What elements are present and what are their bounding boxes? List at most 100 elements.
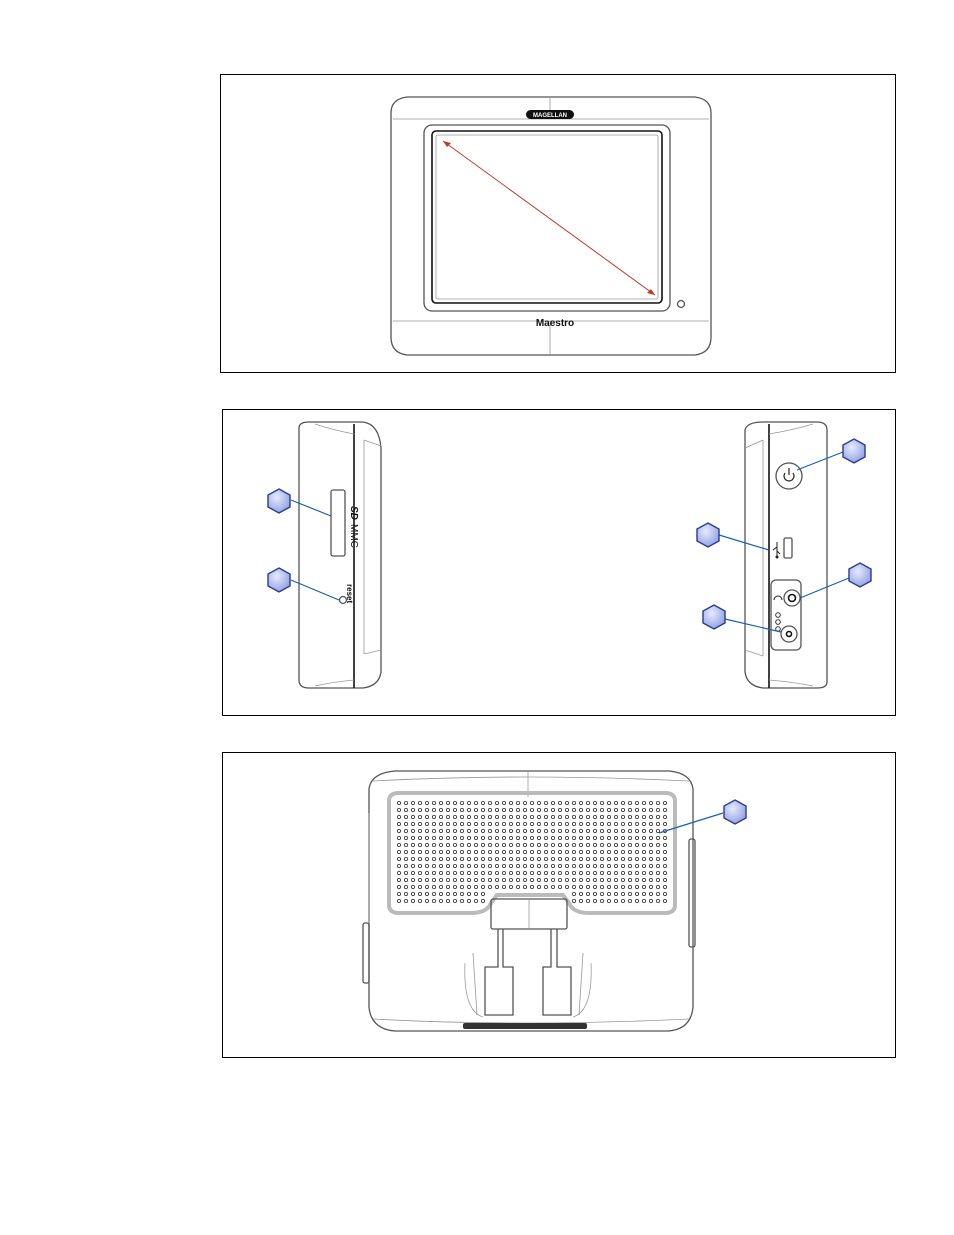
speaker-hole [509, 878, 512, 881]
speaker-hole [516, 829, 519, 832]
speaker-hole [579, 822, 582, 825]
speaker-hole [481, 829, 484, 832]
speaker-hole [593, 822, 596, 825]
speaker-hole [565, 808, 568, 811]
speaker-hole [586, 864, 589, 867]
speaker-hole [502, 850, 505, 853]
speaker-hole [453, 885, 456, 888]
speaker-hole [425, 801, 428, 804]
speaker-hole [614, 801, 617, 804]
speaker-hole [586, 843, 589, 846]
speaker-hole [460, 857, 463, 860]
speaker-hole [446, 864, 449, 867]
mmc-label: MMC [348, 524, 359, 548]
speaker-hole [600, 871, 603, 874]
speaker-hole [411, 829, 414, 832]
speaker-hole [551, 822, 554, 825]
callout-hexagon [724, 800, 746, 824]
speaker-hole [495, 864, 498, 867]
speaker-hole [544, 815, 547, 818]
speaker-hole [628, 829, 631, 832]
power-button[interactable] [776, 463, 802, 489]
speaker-hole [488, 857, 491, 860]
speaker-hole [628, 801, 631, 804]
speaker-hole [488, 815, 491, 818]
speaker-hole [418, 836, 421, 839]
speaker-hole [614, 864, 617, 867]
speaker-hole [474, 885, 477, 888]
speaker-hole [572, 829, 575, 832]
usb-port[interactable] [784, 538, 792, 558]
speaker-hole [404, 815, 407, 818]
speaker-hole [418, 857, 421, 860]
speaker-hole [460, 871, 463, 874]
speaker-hole [607, 808, 610, 811]
speaker-hole [642, 850, 645, 853]
speaker-hole [425, 815, 428, 818]
speaker-hole [642, 885, 645, 888]
speaker-hole [621, 808, 624, 811]
speaker-hole [439, 822, 442, 825]
speaker-hole [537, 808, 540, 811]
speaker-hole [649, 815, 652, 818]
speaker-hole [593, 885, 596, 888]
speaker-hole [481, 892, 484, 895]
speaker-hole [558, 808, 561, 811]
device-front-body [391, 97, 711, 355]
speaker-hole [572, 822, 575, 825]
side-views-panel: SD MMC reset [222, 409, 896, 716]
speaker-hole [593, 864, 596, 867]
speaker-hole [404, 850, 407, 853]
speaker-hole [530, 878, 533, 881]
speaker-hole [397, 822, 400, 825]
speaker-hole [411, 843, 414, 846]
speaker-hole [523, 822, 526, 825]
speaker-hole [460, 864, 463, 867]
speaker-hole [663, 843, 666, 846]
back-view-panel [222, 752, 896, 1058]
speaker-hole [523, 878, 526, 881]
speaker-hole [628, 857, 631, 860]
speaker-hole [579, 878, 582, 881]
speaker-hole [467, 843, 470, 846]
speaker-hole [586, 871, 589, 874]
speaker-hole [481, 878, 484, 881]
speaker-hole [621, 885, 624, 888]
speaker-hole [502, 843, 505, 846]
usb-icon [773, 542, 780, 559]
speaker-hole [460, 836, 463, 839]
sd-card-slot[interactable] [331, 490, 345, 556]
speaker-hole [432, 850, 435, 853]
speaker-hole [523, 857, 526, 860]
speaker-hole [530, 801, 533, 804]
speaker-hole [544, 808, 547, 811]
speaker-hole [572, 864, 575, 867]
speaker-hole [663, 878, 666, 881]
speaker-hole [509, 836, 512, 839]
speaker-hole [523, 808, 526, 811]
device-left-side [299, 422, 381, 688]
speaker-hole [502, 822, 505, 825]
speaker-hole [635, 899, 638, 902]
speaker-hole [516, 815, 519, 818]
speaker-hole [425, 892, 428, 895]
speaker-hole [439, 899, 442, 902]
speaker-hole [411, 857, 414, 860]
speaker-hole [530, 857, 533, 860]
speaker-hole [432, 801, 435, 804]
speaker-hole [586, 801, 589, 804]
speaker-hole [537, 801, 540, 804]
speaker-hole [572, 801, 575, 804]
speaker-hole [551, 808, 554, 811]
dc-power-jack[interactable] [781, 626, 797, 642]
speaker-hole [565, 864, 568, 867]
speaker-hole [453, 829, 456, 832]
speaker-hole [544, 857, 547, 860]
speaker-hole [418, 822, 421, 825]
speaker-hole [558, 815, 561, 818]
speaker-hole [488, 864, 491, 867]
speaker-hole [467, 892, 470, 895]
headphone-jack[interactable] [784, 590, 800, 606]
speaker-hole [432, 829, 435, 832]
speaker-hole [607, 857, 610, 860]
